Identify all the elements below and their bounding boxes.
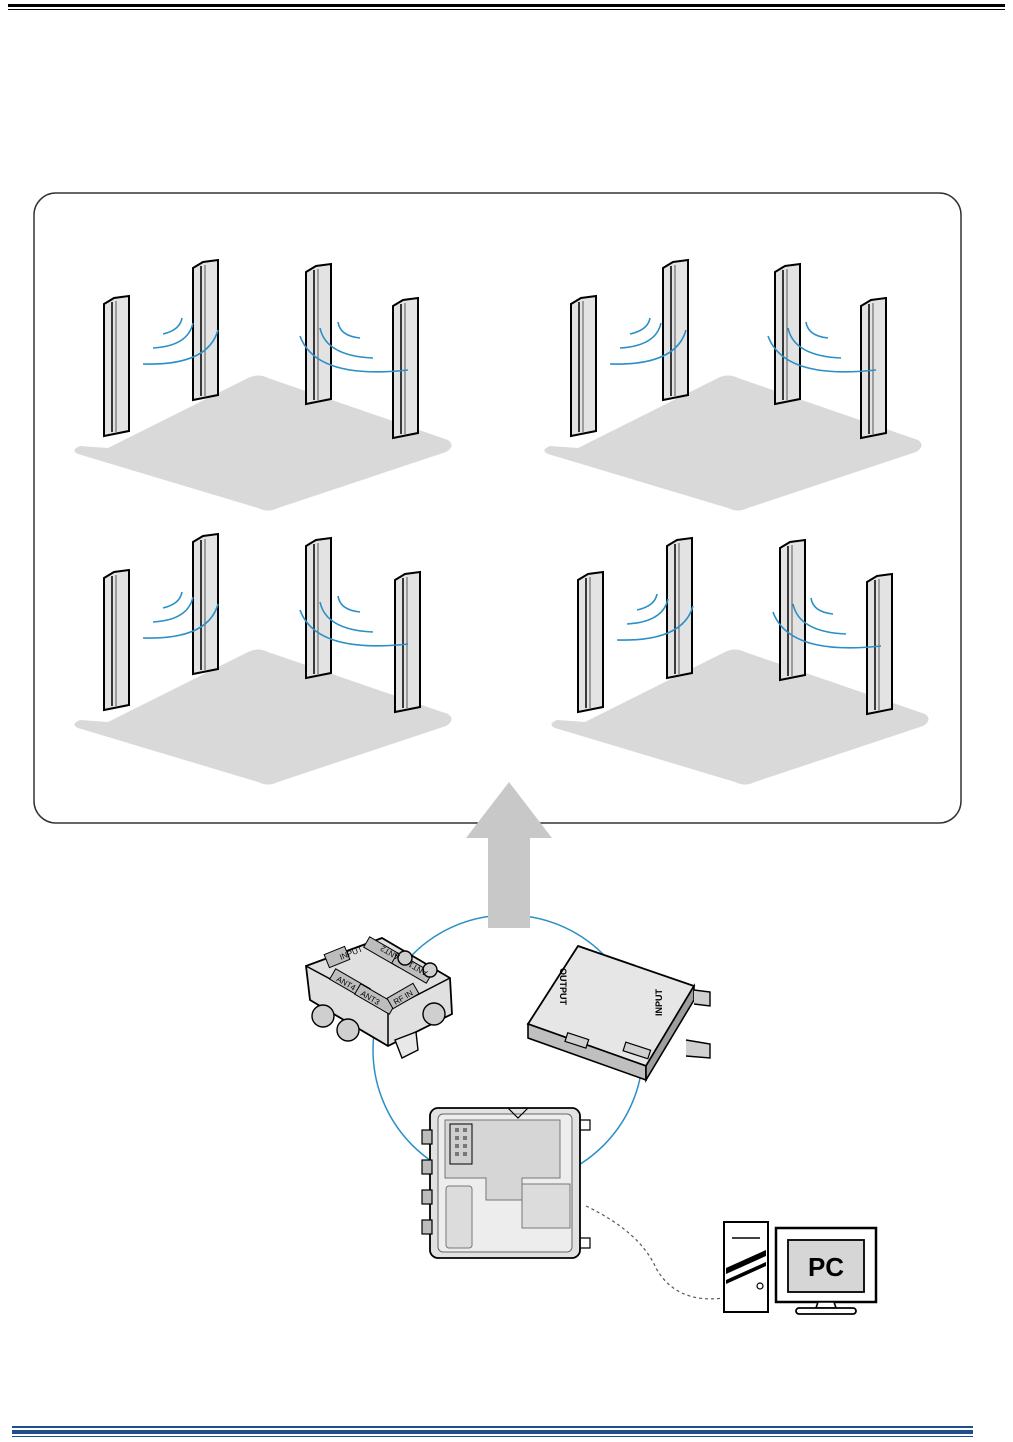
pc-label: PC — [808, 1252, 844, 1282]
footer-rule-line-1 — [12, 1426, 973, 1428]
antenna-hub: INPUT ANT2 ANT1 ANT4 ANT3 RF IN — [306, 937, 452, 1058]
pc-computer: PC — [724, 1222, 876, 1314]
antenna-1c — [306, 264, 331, 404]
amp-output-label: OUTPUT — [558, 968, 568, 1006]
signal-amplifier: OUTPUT INPUT — [528, 946, 710, 1080]
antenna-3b — [193, 534, 218, 674]
antenna-2a — [571, 296, 596, 436]
antenna-2c — [775, 264, 800, 404]
pc-data-link — [586, 1206, 724, 1299]
antenna-4d — [867, 574, 892, 714]
rfid-reader-module — [422, 1108, 590, 1258]
footer-rule-line-2 — [12, 1430, 973, 1434]
antenna-1a — [104, 296, 129, 436]
footer-rule — [12, 1426, 973, 1438]
amp-input-label: INPUT — [654, 988, 664, 1016]
footer-rule-line-3 — [12, 1436, 973, 1437]
antenna-1d — [393, 298, 418, 438]
antenna-2d — [861, 298, 886, 438]
antenna-2b — [663, 260, 688, 400]
antenna-3c — [306, 538, 331, 678]
antenna-3a — [104, 570, 129, 710]
antenna-1b — [193, 260, 218, 400]
antenna-4a — [578, 572, 603, 712]
antenna-3d — [395, 572, 420, 712]
antenna-4b — [667, 538, 692, 678]
antenna-4c — [780, 540, 805, 680]
